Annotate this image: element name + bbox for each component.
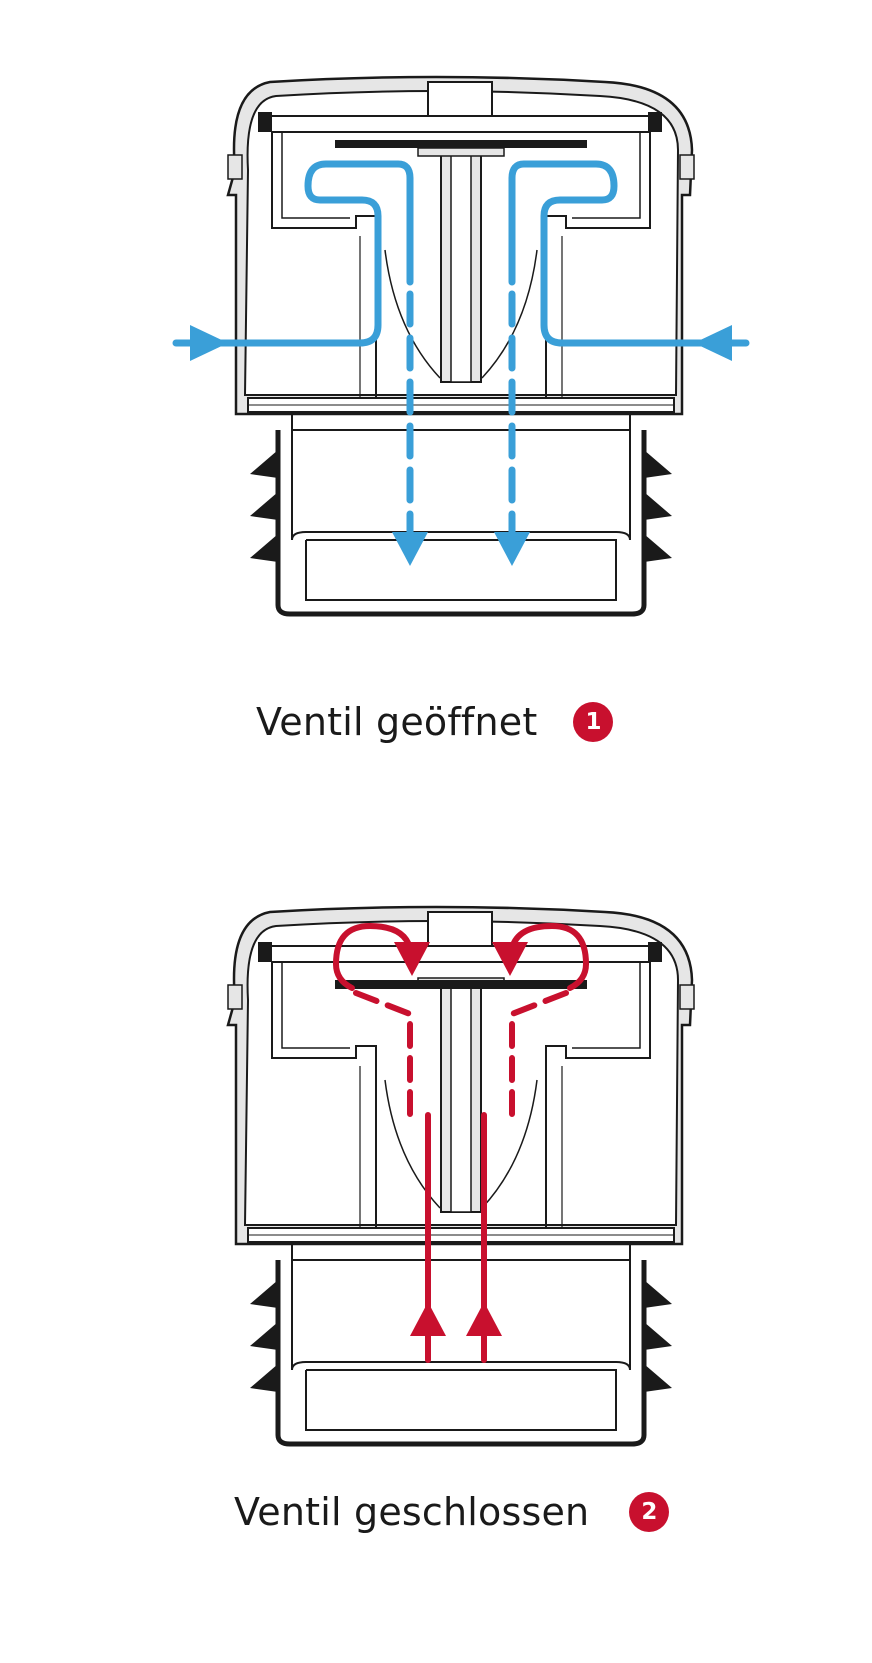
loop-left-tail — [333, 961, 355, 991]
loop-right-tail — [567, 961, 589, 991]
arrow-left-icon — [694, 325, 732, 361]
blocked-left — [353, 990, 413, 1118]
valve-open-diagram — [172, 0, 750, 640]
valve-closed-diagram — [0, 830, 872, 1470]
arrow-right-icon — [190, 325, 228, 361]
airflow-left-path — [172, 160, 414, 347]
arrow-down-icon — [392, 532, 428, 566]
caption-text: Ventil geöffnet — [256, 700, 538, 744]
blocked-right — [509, 990, 569, 1118]
caption-valve-closed: Ventil geschlossen 2 — [234, 1490, 670, 1534]
airflow-open — [172, 160, 750, 544]
sealing-disc-closed — [335, 980, 587, 989]
number-badge: 1 — [573, 702, 614, 742]
arrow-down-icon — [394, 942, 430, 976]
airflow-right-path — [508, 160, 750, 347]
caption-text: Ventil geschlossen — [234, 1490, 590, 1534]
arrow-down-icon — [492, 942, 528, 976]
sealing-disc-open — [335, 140, 587, 148]
arrow-up-icon — [466, 1302, 502, 1336]
arrow-down-icon — [494, 532, 530, 566]
caption-valve-open: Ventil geöffnet 1 — [256, 700, 614, 744]
loop-left — [333, 922, 413, 967]
number-badge: 2 — [629, 1492, 670, 1532]
loop-right — [509, 922, 589, 967]
arrow-up-icon — [410, 1302, 446, 1336]
